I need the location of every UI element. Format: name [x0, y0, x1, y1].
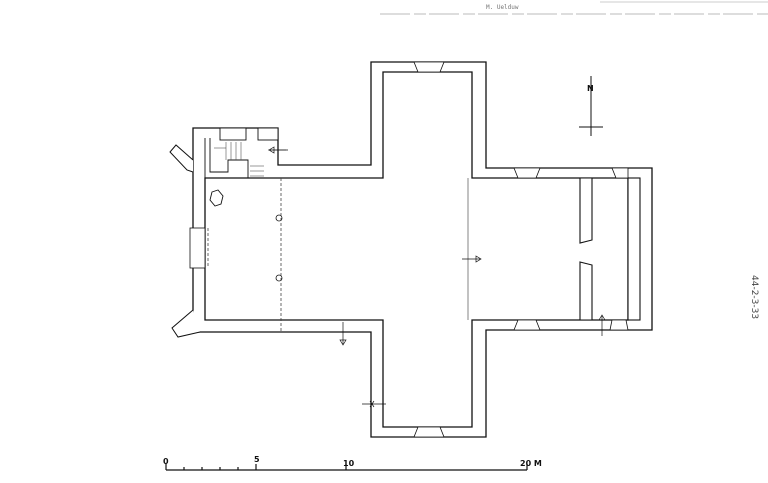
north-arrow: N — [579, 76, 603, 136]
west-door — [189, 227, 206, 269]
scale-label-5: 5 — [254, 455, 260, 464]
font-hexagon — [209, 189, 224, 207]
archive-header: M. Uelduw — [380, 1, 768, 15]
archive-label: M. Uelduw — [486, 4, 519, 11]
stair-block — [204, 127, 286, 178]
scale-label-10: 10 — [343, 459, 355, 468]
pillar-circle — [275, 214, 283, 222]
scale-label-0: 0 — [163, 457, 169, 466]
entrance-arrows — [268, 146, 606, 408]
buttress-sw — [171, 309, 201, 338]
pillar-circle — [275, 274, 283, 282]
chancel-partition — [579, 177, 593, 321]
scale-bar: 0 5 10 20 M — [163, 455, 542, 471]
handwritten-note: 44-2-3-33 — [749, 275, 759, 319]
east-corridor — [627, 177, 641, 321]
north-label: N — [587, 84, 594, 93]
scale-label-20: 20 M — [520, 459, 542, 468]
church-walls — [192, 61, 653, 438]
windows — [413, 61, 629, 438]
buttress-nw — [169, 144, 194, 173]
